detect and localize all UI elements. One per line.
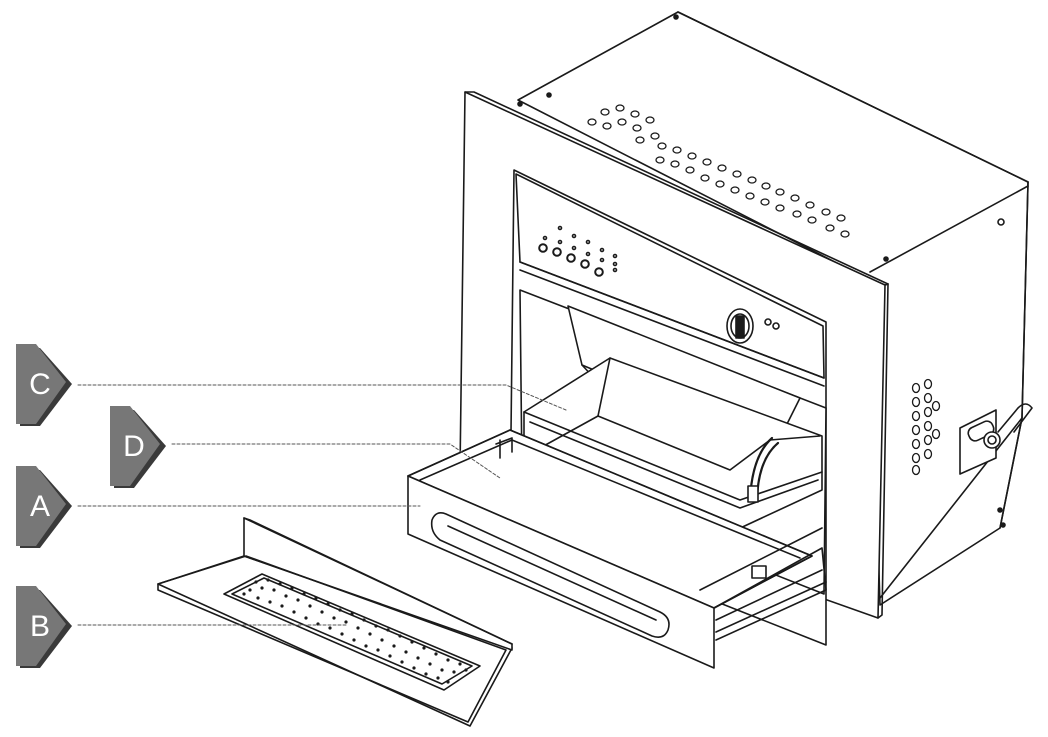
callout-tab-shape — [16, 466, 72, 548]
callout-letter-a: A — [29, 490, 50, 523]
top-vent-holes — [587, 104, 850, 238]
callout-letter-d: D — [123, 430, 145, 463]
perforation-holes — [242, 578, 468, 684]
leader-line-c — [77, 384, 567, 411]
callout-tab-shape — [110, 406, 166, 488]
callout-tab-shape — [16, 344, 72, 426]
side-vent-holes — [911, 378, 941, 476]
screw-icon — [517, 101, 523, 107]
callout-d: D — [108, 402, 168, 502]
steam-container — [523, 357, 823, 567]
perforated-tray — [157, 517, 513, 727]
callout-a: A — [14, 462, 74, 562]
leader-line-d — [171, 443, 501, 479]
control-buttons — [538, 225, 618, 277]
drawer — [407, 429, 827, 669]
callout-b: B — [14, 582, 74, 682]
screw-icon — [673, 14, 679, 20]
callout-letter-c: C — [29, 368, 51, 401]
screw-icon — [997, 507, 1003, 513]
rotary-knob-icon — [726, 308, 780, 344]
oven-housing — [517, 11, 1029, 606]
screw-icon — [546, 92, 552, 98]
callout-letter-b: B — [29, 610, 50, 643]
screw-icon — [883, 256, 889, 262]
callout-tab-shape — [16, 586, 72, 668]
screw-icon — [997, 218, 1005, 226]
screw-icon — [1000, 522, 1006, 528]
leader-lines — [77, 384, 567, 626]
water-connector — [959, 403, 1033, 475]
callout-c: C — [14, 340, 74, 440]
